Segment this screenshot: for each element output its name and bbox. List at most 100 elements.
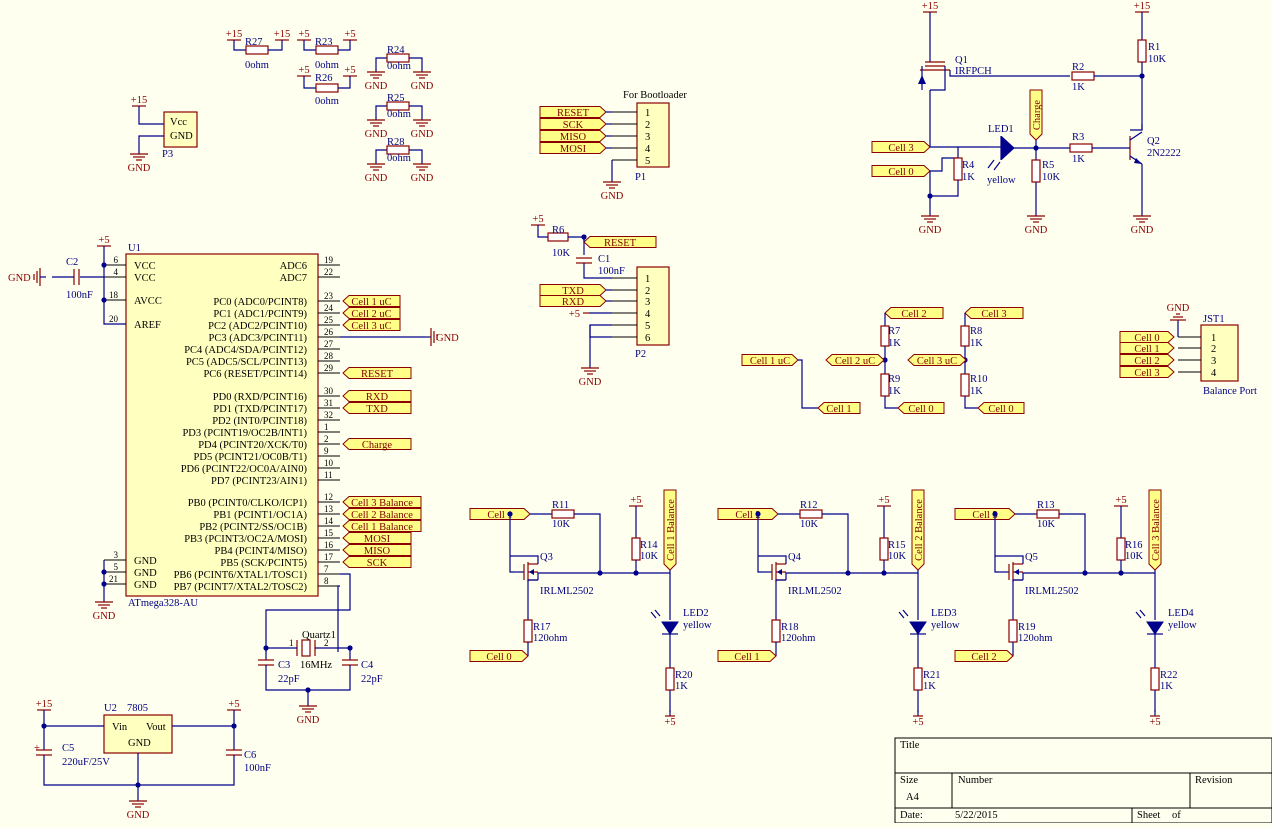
led1-ref: LED1 xyxy=(988,124,1014,135)
resistor-icon xyxy=(1137,39,1147,63)
bal-wire xyxy=(574,513,601,573)
bal-rled-ref: R20 xyxy=(675,670,693,681)
bal-led-1-emit-icon xyxy=(902,609,909,617)
bal-wire xyxy=(510,555,539,564)
bal-top-net xyxy=(717,508,779,520)
bal-wire xyxy=(775,579,786,620)
u1-right-pin-name: PD4 (PCINT20/XCK/T0) xyxy=(198,440,307,451)
bal-rgate-val: 10K xyxy=(1037,519,1056,530)
bal-rled-val: 1K xyxy=(1160,681,1173,692)
p1-net-label-text: RESET xyxy=(557,108,590,119)
bal-led-2-emit-icon xyxy=(1139,609,1146,617)
jst1-pin-num: 3 xyxy=(1211,356,1216,367)
p1-connector xyxy=(636,102,670,168)
u1-right-pin-name: PB7 (PCINT7/XTAL2/TOSC2) xyxy=(174,582,308,593)
u1-right-pin-name: PD5 (PCINT21/OC0B/T1) xyxy=(194,452,308,463)
u1-right-pin-num: 8 xyxy=(324,576,329,586)
jst1-pin-num: 1 xyxy=(1211,333,1216,344)
c5-val: 220uF/25V xyxy=(62,757,110,768)
r6-ref: R6 xyxy=(552,225,564,236)
bal-rled-val: 1K xyxy=(923,681,936,692)
u1-right-pin-name: PC2 (ADC2/PCINT10) xyxy=(208,321,307,332)
u1-right-pin-name: PD7 (PCINT23/AIN1) xyxy=(211,476,307,487)
jumper-wire xyxy=(409,149,423,158)
bal-rs-ref: R17 xyxy=(533,622,551,633)
u1-left-pin-name: GND xyxy=(134,568,157,579)
bal-rgate-ref: R11 xyxy=(552,500,569,511)
cell1-net-text: Cell 1 xyxy=(826,404,851,415)
bal-top-net-text: Cell 3 xyxy=(972,510,997,521)
junction-dot xyxy=(597,570,603,576)
bal-led-2-icon xyxy=(1146,621,1164,635)
bal-q-ref: Q4 xyxy=(788,552,802,563)
jumper-ref: R24 xyxy=(387,45,405,56)
bal-bot-net xyxy=(717,650,777,662)
u1-ref: U1 xyxy=(128,243,141,254)
u1-net-label xyxy=(342,295,401,307)
div-wire xyxy=(884,396,898,409)
bal-top-net xyxy=(954,508,1016,520)
p1-pin-num: 3 xyxy=(645,132,650,143)
jst1-net-label-text: Cell 3 xyxy=(1134,368,1159,379)
u1-net-label-text: MISO xyxy=(364,546,391,557)
bal-led-val: yellow xyxy=(931,620,960,631)
jst1-gnd-label: GND xyxy=(1167,303,1190,314)
bal-gate-wire xyxy=(994,514,999,573)
ground-label: GND xyxy=(411,129,434,140)
u1-right-pin-name: PC6 (RESET/PCINT14) xyxy=(203,369,307,380)
u1-net-label xyxy=(342,390,412,402)
u1-left-pin-name: VCC xyxy=(134,273,156,284)
u1-left-pin-num: 18 xyxy=(109,290,119,300)
bal-wire xyxy=(1059,513,1086,573)
u1-right-pin-num: 10 xyxy=(324,458,334,468)
bal-wire xyxy=(1012,579,1023,620)
u1-right-pin-name: PC0 (ADC0/PCINT8) xyxy=(213,297,307,308)
u1-body xyxy=(125,253,319,597)
cell2uc-net xyxy=(825,354,885,366)
bal-ctl-net xyxy=(911,489,925,571)
r5-ref: R5 xyxy=(1042,160,1054,171)
bal-q-ref: Q3 xyxy=(540,552,553,563)
q2-icon xyxy=(1129,131,1143,141)
p2-txd-net-text: TXD xyxy=(562,286,584,297)
u1-left-pin-num: 5 xyxy=(114,562,119,572)
bal-led-0-emit-icon xyxy=(654,609,661,617)
c6-ref: C6 xyxy=(244,750,256,761)
u1-right-pin-name: PB6 (PCINT6/XTAL1/TOSC1) xyxy=(174,570,308,581)
quartz-pin1: 1 xyxy=(289,638,294,648)
r1-val: 10K xyxy=(1148,54,1167,65)
u1-net-label xyxy=(342,544,412,556)
bal-top-net-text: Cell 2 xyxy=(735,510,760,521)
u1-net-label-text: Charge xyxy=(362,440,392,451)
div-wire xyxy=(964,396,978,409)
ground-label: GND xyxy=(297,715,320,726)
q2-wire xyxy=(1130,124,1143,131)
title-label: Title xyxy=(900,740,920,751)
ground-label: GND xyxy=(1025,225,1048,236)
p3-ref: P3 xyxy=(162,149,173,160)
div-wire xyxy=(798,359,818,409)
jumper-ref: R28 xyxy=(387,137,405,148)
led1-emit-icon xyxy=(993,161,1001,171)
power-label: +15 xyxy=(1134,1,1150,12)
u1-right-pin-num: 28 xyxy=(324,351,334,361)
u1-net-label-text: RESET xyxy=(361,369,394,380)
r23-wire xyxy=(338,46,351,51)
c1-wire xyxy=(583,263,612,279)
c5-plus: + xyxy=(34,743,40,754)
r23-val: 0ohm xyxy=(315,60,339,71)
u1-right-pin-num: 14 xyxy=(324,516,334,526)
r7-ref: R7 xyxy=(888,326,900,337)
power-label: +5 xyxy=(98,235,109,246)
bal-wire xyxy=(822,513,849,573)
jst1-pin-num: 2 xyxy=(1211,344,1216,355)
jst1-net-label xyxy=(1119,366,1175,378)
u1-right-pin-name: PD6 (PCINT22/OC0A/AIN0) xyxy=(181,464,308,475)
u1-right-pin-name: ADC7 xyxy=(280,273,307,284)
power-label: +5 xyxy=(664,717,675,728)
r27-val: 0ohm xyxy=(245,60,269,71)
r23-wire xyxy=(303,46,316,51)
bal-rpu-ref: R16 xyxy=(1125,540,1143,551)
u1-right-pin-num: 32 xyxy=(324,410,333,420)
